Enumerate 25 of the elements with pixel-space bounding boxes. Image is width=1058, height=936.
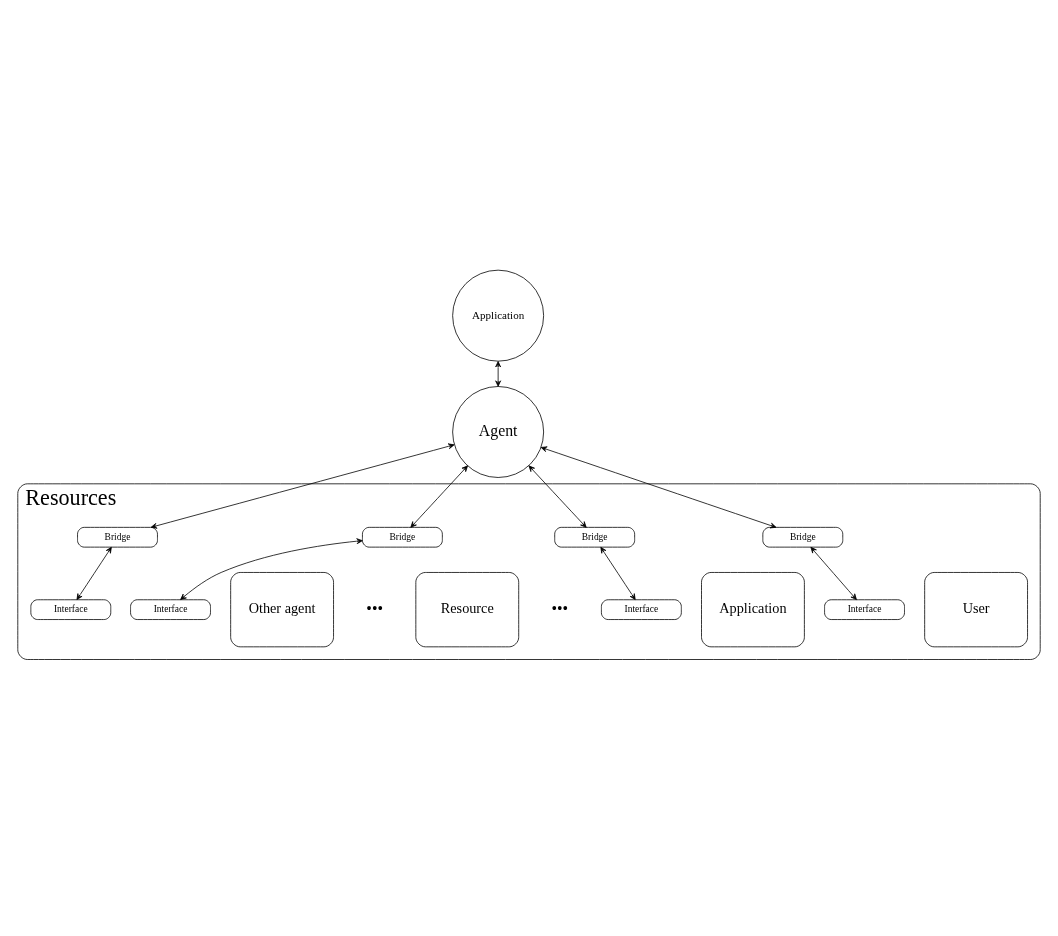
node-circle: Agent xyxy=(452,386,545,478)
node-box: Bridge xyxy=(362,526,443,548)
arrow xyxy=(528,465,587,528)
arrow xyxy=(810,546,857,600)
node-box: Resource xyxy=(415,572,520,648)
node-box: User xyxy=(924,572,1028,648)
node-box: Bridge xyxy=(762,526,844,548)
arrow xyxy=(150,443,455,529)
node-box: Interface xyxy=(130,599,211,620)
arrow xyxy=(180,538,363,600)
label: ••• xyxy=(366,599,383,617)
arrow xyxy=(76,546,112,600)
node-circle: Application xyxy=(452,269,545,362)
node-box: Other agent xyxy=(230,572,334,648)
arrow xyxy=(410,465,468,528)
node-box: Interface xyxy=(824,599,905,620)
arrow xyxy=(495,361,502,387)
node-box: Bridge xyxy=(77,526,158,548)
node-box: Bridge xyxy=(554,526,636,548)
label: ••• xyxy=(551,599,569,617)
node-box: Application xyxy=(701,572,805,648)
node-box: Interface xyxy=(601,599,682,620)
arrow xyxy=(540,446,777,529)
arrow xyxy=(600,546,636,600)
node-box: Interface xyxy=(30,599,112,620)
